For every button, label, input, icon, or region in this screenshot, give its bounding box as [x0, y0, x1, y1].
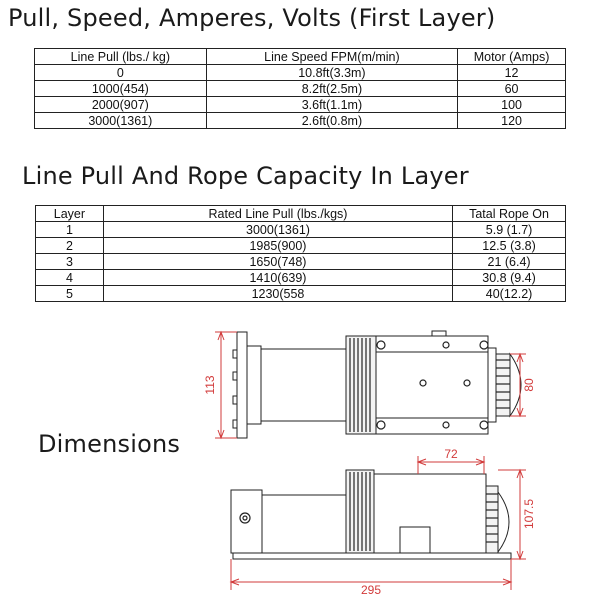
- side-drum-ribs: [349, 472, 498, 551]
- table-row: 1 3000(1361) 5.9 (1.7): [35, 221, 566, 238]
- side-fasteners: [239, 512, 251, 524]
- rope-capacity-title: Line Pull And Rope Capacity In Layer: [22, 162, 469, 190]
- dimension-labels: 113 80 72 107.5 295: [203, 375, 536, 597]
- table-cell: 30.8 (9.4): [452, 269, 566, 286]
- table-header-row: Layer Rated Line Pull (lbs./kgs) Tatal R…: [35, 205, 566, 222]
- column-header: Layer: [35, 205, 104, 222]
- table-cell: 120: [457, 112, 566, 129]
- table-cell: 3000(1361): [34, 112, 207, 129]
- table-cell: 12: [457, 64, 566, 81]
- column-header: Rated Line Pull (lbs./kgs): [102, 205, 454, 222]
- table-header-row: Line Pull (lbs./ kg) Line Speed FPM(m/mi…: [34, 48, 566, 65]
- table-cell: 12.5 (3.8): [452, 237, 566, 254]
- table-row: 5 1230(558 40(12.2): [35, 285, 566, 302]
- dim-height-113: 113: [203, 375, 217, 394]
- dim-height-80: 80: [522, 378, 536, 392]
- drum-ribs: [349, 338, 510, 432]
- table-row: 2 1985(900) 12.5 (3.8): [35, 237, 566, 254]
- table-row: 3000(1361) 2.6ft(0.8m) 120: [34, 112, 566, 129]
- winch-side-view: [230, 469, 512, 560]
- table-cell: 40(12.2): [452, 285, 566, 302]
- table-cell: 5: [35, 285, 104, 302]
- pull-speed-table: Line Pull (lbs./ kg) Line Speed FPM(m/mi…: [34, 48, 566, 129]
- table-row: 0 10.8ft(3.3m) 12: [34, 64, 566, 81]
- dim-width-72: 72: [444, 447, 458, 461]
- dim-height-107-5: 107.5: [522, 499, 536, 529]
- table-row: 2000(907) 3.6ft(1.1m) 100: [34, 96, 566, 113]
- table-cell: 8.2ft(2.5m): [205, 80, 459, 97]
- pull-speed-title: Pull, Speed, Amperes, Volts (First Layer…: [8, 4, 496, 32]
- dim-length-295: 295: [361, 583, 381, 597]
- dimensions-title: Dimensions: [38, 430, 181, 458]
- table-row: 4 1410(639) 30.8 (9.4): [35, 269, 566, 286]
- dimension-lines: [215, 330, 526, 590]
- table-cell: 21 (6.4): [452, 253, 566, 270]
- table-row: 3 1650(748) 21 (6.4): [35, 253, 566, 270]
- table-cell: 1230(558: [102, 285, 454, 302]
- table-cell: 1985(900): [102, 237, 454, 254]
- rope-capacity-table: Layer Rated Line Pull (lbs./kgs) Tatal R…: [35, 205, 566, 302]
- frame-bolts: [376, 340, 489, 430]
- table-cell: 2.6ft(0.8m): [205, 112, 459, 129]
